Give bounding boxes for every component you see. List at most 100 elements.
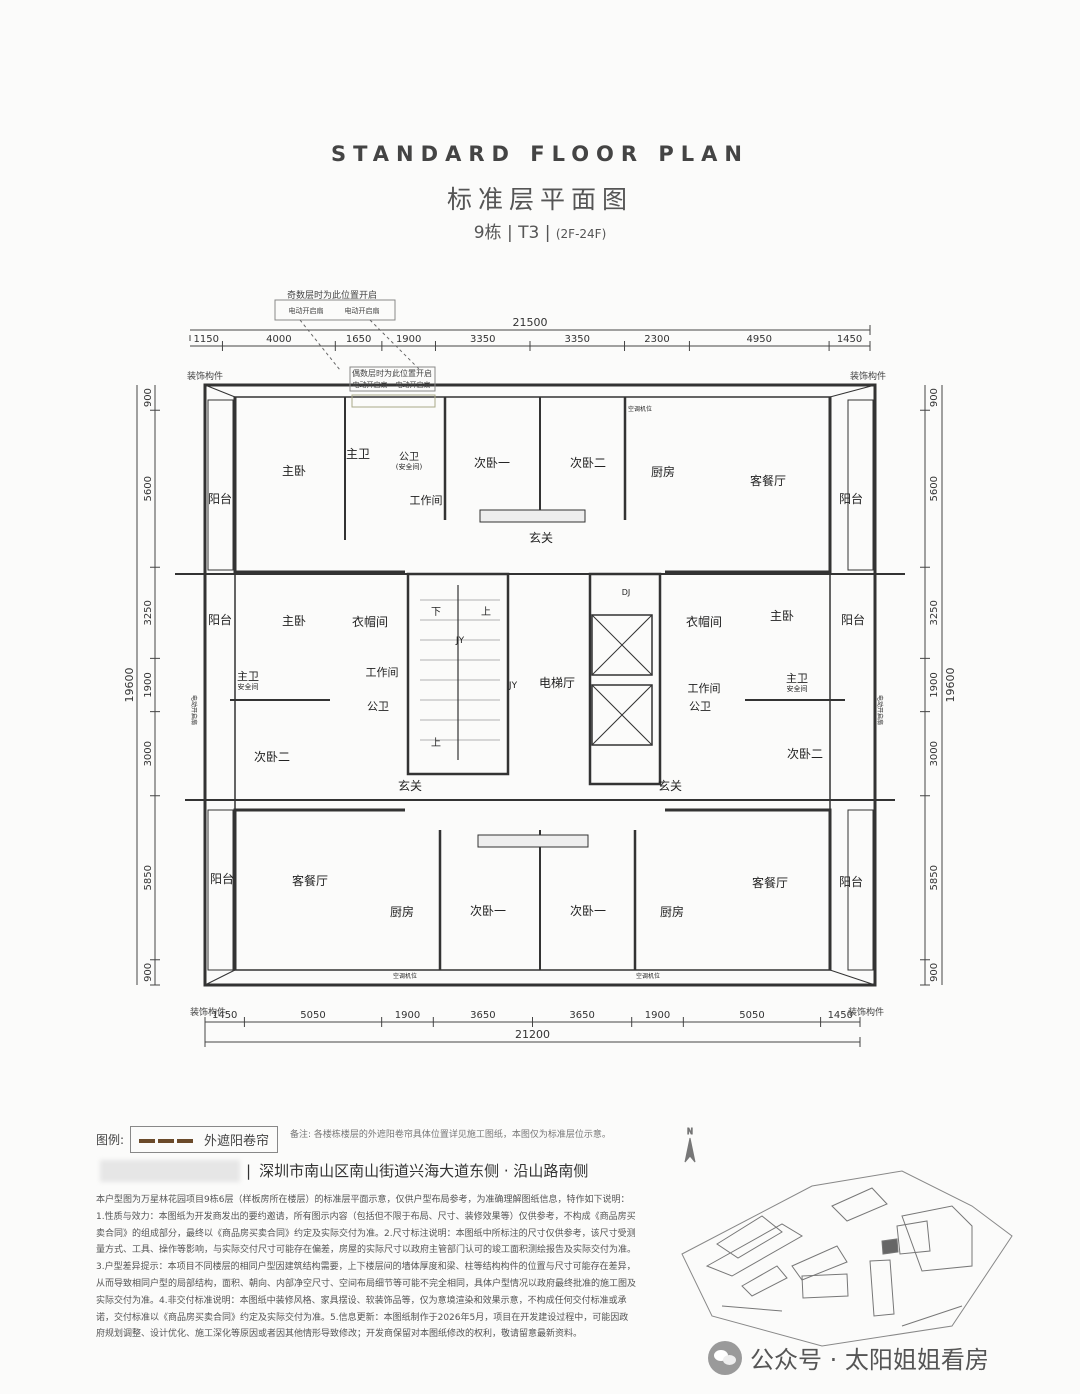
legend-item: 外遮阳卷帘 — [204, 1134, 270, 1149]
dim-top-segment: 2300 — [644, 334, 669, 345]
note-mid-electric-right: 电动开启扇 — [396, 380, 431, 389]
legend-note: 备注: 各楼栋楼层的外遮阳卷帘具体位置详见施工图纸，本图仅为标准层位示意。 — [290, 1130, 611, 1140]
label-stair-up-2: 上 — [431, 737, 441, 749]
label-entry-bl: 玄关 — [398, 778, 422, 793]
label-safety-mr: 安全间 — [787, 684, 808, 693]
label-living-tr: 客餐厅 — [750, 473, 786, 488]
dim-right-segment: 1900 — [929, 672, 940, 697]
building-walls — [175, 383, 905, 987]
watermark: 公众号 · 太阳姐姐看房 — [708, 1340, 989, 1375]
dim-bottom-segment: 3650 — [470, 1010, 495, 1021]
label-utility-tl: 工作间 — [410, 494, 443, 507]
project-location: |深圳市南山区南山街道兴海大道东侧 · 沿山路南侧 — [246, 1162, 589, 1180]
dim-left-segment: 5850 — [143, 865, 154, 890]
label-utility-mr: 工作间 — [688, 682, 721, 695]
label-balcony-mr: 阳台 — [841, 612, 865, 627]
label-kitchen-br: 厨房 — [660, 904, 684, 919]
label-bed1-br: 次卧一 — [570, 904, 606, 918]
note-mid-electric-left: 电动开启扇 — [353, 380, 388, 389]
dim-top-segment: 1650 — [346, 334, 371, 345]
north-arrow-icon — [684, 1137, 696, 1163]
label-master-bath-ml: 主卫 — [237, 670, 259, 683]
dim-right-segment: 3250 — [929, 600, 940, 625]
label-living-bl: 客餐厅 — [292, 873, 328, 888]
plan-annotations: 奇数层时为此位置开启 电动开启扇 电动开启扇 偶数层时为此位置开启 电动开启扇 … — [187, 289, 886, 1018]
location-text: 深圳市南山区南山街道兴海大道东侧 · 沿山路南侧 — [259, 1162, 589, 1180]
dim-top-segment: 1450 — [837, 334, 862, 345]
label-hvac-bl: 空调机位 — [393, 972, 417, 980]
label-hvac-br: 空调机位 — [636, 972, 660, 980]
label-public-bath-tl: 公卫 — [399, 452, 419, 463]
title-english: STANDARD FLOOR PLAN — [330, 142, 749, 166]
label-hvac-top: 空调机位 — [628, 405, 652, 413]
dim-bottom-total: 21200 — [515, 1028, 550, 1041]
dim-top-segment: 1900 — [396, 334, 421, 345]
dim-left-segment: 900 — [143, 388, 154, 407]
dim-left-segment: 3000 — [143, 741, 154, 766]
site-plan: N — [681, 1127, 1013, 1347]
unit-subtitle: 9栋 | T3 | (2F-24F) — [473, 223, 607, 243]
decor-top-left: 装饰构件 — [187, 370, 223, 382]
label-master-ml: 主卧 — [282, 614, 306, 628]
label-bed1-tc: 次卧一 — [474, 456, 510, 470]
label-bed1-bl: 次卧一 — [470, 904, 506, 918]
label-master-tl: 主卧 — [282, 464, 306, 478]
label-bed2-mr: 次卧二 — [787, 747, 823, 761]
building-number: 9栋 — [473, 223, 502, 243]
dim-bottom-segment: 5050 — [739, 1010, 764, 1021]
dim-top-segment: 3350 — [470, 334, 495, 345]
label-safety-ml: 安全间 — [238, 682, 259, 691]
note-odd-floor: 奇数层时为此位置开启 — [287, 289, 377, 301]
dim-top-segment: 3350 — [565, 334, 590, 345]
dim-bottom-segment: 5050 — [300, 1010, 325, 1021]
label-balcony-tr: 阳台 — [839, 491, 863, 506]
title-chinese: 标准层平面图 — [446, 185, 633, 214]
dim-left-segment: 900 — [143, 963, 154, 982]
redacted-project-name — [100, 1160, 240, 1182]
label-kitchen-tr: 厨房 — [651, 464, 675, 479]
label-entry-br: 玄关 — [658, 778, 682, 793]
note-top-electric-right: 电动开启扇 — [345, 306, 380, 315]
note-even-floor: 偶数层时为此位置开启 — [352, 368, 432, 378]
label-jy-1: JY — [455, 636, 465, 646]
label-public-bath-ml: 公卫 — [367, 700, 389, 713]
dim-right-segment: 5600 — [929, 476, 940, 501]
dim-right-segment: 3000 — [929, 741, 940, 766]
label-safety-tl: (安全间) — [396, 462, 423, 471]
label-electric-left: 电动开启扇 — [190, 695, 198, 725]
unit-type: T3 — [518, 223, 540, 243]
label-balcony-br: 阳台 — [839, 874, 863, 889]
floor-range: (2F-24F) — [555, 227, 607, 241]
room-labels: 主卧 主卫 公卫 (安全间) 工作间 次卧一 次卧二 厨房 客餐厅 阳台 阳台 … — [190, 405, 884, 980]
label-utility-ml: 工作间 — [366, 666, 399, 679]
note-top-electric-left: 电动开启扇 — [289, 306, 324, 315]
dim-bottom-segment: 3650 — [569, 1010, 594, 1021]
label-master-mr: 主卧 — [770, 609, 794, 623]
label-jy-2: JY — [508, 681, 518, 691]
dim-bottom-segment: 1900 — [395, 1010, 420, 1021]
dim-left-segment: 5600 — [143, 476, 154, 501]
label-balcony-tl: 阳台 — [208, 491, 232, 506]
dim-top-segment: 4000 — [266, 334, 291, 345]
dim-left-total: 19600 — [123, 668, 136, 703]
label-living-br: 客餐厅 — [752, 875, 788, 890]
dim-bottom-segment: 1900 — [645, 1010, 670, 1021]
decor-bottom-left: 装饰构件 — [190, 1006, 226, 1018]
label-master-bath-tl: 主卫 — [346, 447, 370, 461]
label-dj: DJ — [622, 588, 631, 597]
label-public-bath-mr: 公卫 — [689, 700, 711, 713]
decor-bottom-right: 装饰构件 — [848, 1006, 884, 1018]
label-electric-right: 电动开启扇 — [876, 695, 884, 725]
dim-top-total: 21500 — [513, 316, 548, 329]
watermark-text: 公众号 · 太阳姐姐看房 — [750, 1346, 989, 1374]
label-stair-down: 下 — [431, 607, 441, 618]
legend-box: 外遮阳卷帘 — [130, 1126, 279, 1153]
dim-right-segment: 900 — [929, 963, 940, 982]
roller-shutter-swatch — [139, 1132, 196, 1147]
dim-right-segment: 5850 — [929, 865, 940, 890]
label-master-bath-mr: 主卫 — [786, 672, 808, 685]
legend-label: 图例: — [96, 1133, 125, 1147]
label-elevator-hall: 电梯厅 — [539, 676, 575, 690]
label-closet-mr: 衣帽间 — [686, 614, 722, 629]
legend: 图例: 外遮阳卷帘 — [96, 1126, 279, 1153]
